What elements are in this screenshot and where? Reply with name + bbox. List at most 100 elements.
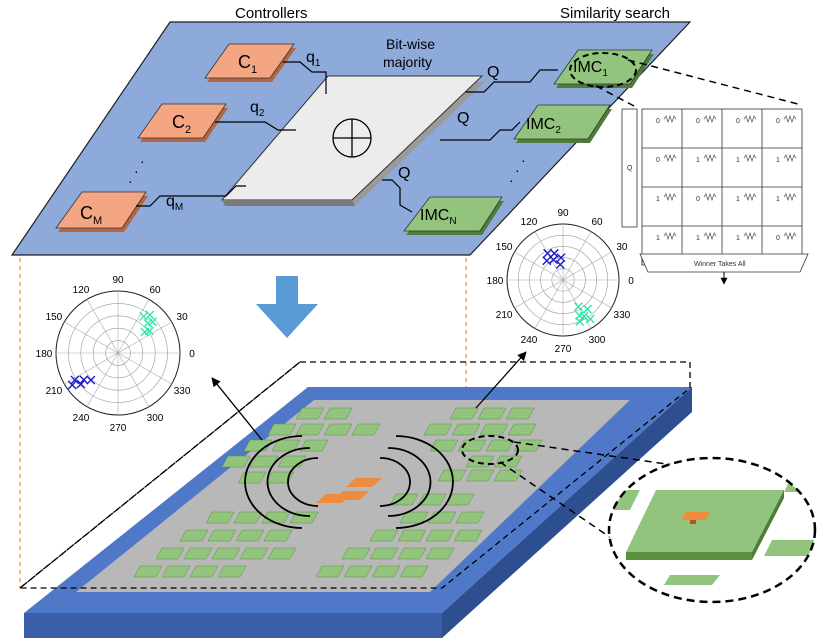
polar-angle-label: 330 — [174, 386, 191, 397]
chip-tile — [205, 511, 235, 524]
controller-ellipsis: · — [140, 153, 145, 169]
chip-tile — [465, 469, 495, 482]
crossbar-cell-value: 1 — [696, 157, 700, 164]
chip-tile — [295, 407, 325, 420]
imc-2: IMC2 — [513, 104, 612, 143]
chip-tile — [425, 547, 455, 560]
polar-angle-label: 90 — [112, 275, 124, 286]
chip-tile — [479, 423, 509, 436]
chip-tile — [155, 547, 185, 560]
polar-angle-label: 210 — [496, 310, 513, 321]
imc-n: IMCN — [403, 196, 504, 235]
wta-block — [639, 253, 809, 273]
wta-label: Winner Takes All — [694, 261, 746, 268]
polar-angle-label: 30 — [177, 312, 189, 323]
controller-ellipsis-3: · — [128, 173, 133, 189]
tile-zoom-ellipse — [461, 435, 519, 465]
broadcast-arcs — [244, 435, 454, 529]
signal-q-imcn: Q — [398, 165, 410, 182]
center-controllers — [316, 478, 382, 503]
crossbar-cell-value: 1 — [696, 235, 700, 242]
chip-tile — [323, 423, 353, 436]
crossbar-cell-value: 0 — [656, 157, 660, 164]
controller-cm: CM — [55, 191, 148, 232]
chip-tile — [133, 565, 163, 578]
chip-tile — [161, 565, 191, 578]
controller-c1: C1 — [204, 43, 296, 82]
crossbar-cell-value: 0 — [776, 118, 780, 125]
tile-zoom-line-1 — [513, 441, 709, 471]
signal-q2: q2 — [250, 99, 265, 119]
crossbar-row-driver — [621, 108, 638, 228]
chip-tile — [369, 547, 399, 560]
polar-angle-label: 60 — [591, 217, 603, 228]
chip-tile — [371, 565, 401, 578]
chip-tile — [239, 547, 269, 560]
polar-angle-label: 0 — [628, 276, 634, 287]
polar-angle-label: 30 — [616, 242, 628, 253]
polar-angle-label: 300 — [589, 335, 606, 346]
chip-tile — [477, 407, 507, 420]
chip-tile — [465, 455, 495, 468]
zoom-line-1 — [627, 59, 799, 105]
imc-wires — [382, 69, 558, 213]
crossbar-cell-value: 1 — [656, 196, 660, 203]
chip-tile — [315, 565, 345, 578]
chip-tile — [507, 423, 537, 436]
crossbar-row-label: Q — [627, 165, 633, 172]
chip-tile — [211, 547, 241, 560]
chip-tile — [451, 423, 481, 436]
similarity-title: Similarity search — [560, 5, 670, 22]
chip-tile — [323, 407, 353, 420]
polar-angle-label: 180 — [487, 276, 504, 287]
signal-q-imc2: Q — [457, 110, 469, 127]
polar-angle-label: 270 — [110, 423, 127, 434]
chip-tile — [397, 547, 427, 560]
arrow-to-polar-right — [475, 351, 527, 409]
polar-angle-label: 60 — [149, 285, 161, 296]
chip-tile — [221, 455, 251, 468]
polar-angle-label: 180 — [36, 349, 53, 360]
controllers-title: Controllers — [235, 5, 308, 22]
chip-tile — [179, 529, 209, 542]
chip-tile — [505, 407, 535, 420]
controller-c2: C2 — [137, 103, 228, 142]
chip-tile — [263, 529, 293, 542]
chip-tile — [207, 529, 237, 542]
polar-angle-label: 240 — [73, 413, 90, 424]
imc-ellipsis-3: · — [509, 172, 514, 188]
signal-q-imc1: Q — [487, 64, 499, 81]
chip-tile — [267, 547, 297, 560]
signal-qm: qM — [166, 193, 183, 213]
chip-tile — [455, 511, 485, 524]
svg-text:IMCN: IMCN — [420, 207, 457, 227]
chip-tile — [485, 439, 515, 452]
polar-angle-label: 150 — [496, 242, 513, 253]
svg-text:C2: C2 — [172, 112, 191, 136]
crossbar-cell-value: 0 — [696, 196, 700, 203]
chip-tile — [453, 529, 483, 542]
chip-tile — [449, 407, 479, 420]
chip-tile — [417, 493, 447, 506]
chip-tile — [513, 439, 543, 452]
bottom-chip — [24, 387, 692, 638]
imc-ellipsis-1: · — [521, 152, 526, 168]
polar-angle-label: 210 — [46, 386, 63, 397]
crossbar-cell-value: 0 — [696, 118, 700, 125]
imc-ellipsis-2: · — [515, 162, 520, 178]
svg-text:C1: C1 — [238, 52, 257, 76]
substrate-side — [24, 613, 442, 638]
chip-tile — [423, 423, 453, 436]
polar-angle-label: 270 — [555, 344, 572, 355]
bottom-dashed-box — [18, 361, 691, 589]
crossbar-cell-value: 1 — [736, 157, 740, 164]
polar-angle-label: 240 — [521, 335, 538, 346]
chip-tile — [425, 529, 455, 542]
chip-tile — [343, 565, 373, 578]
crossbar-cell-value: 0 — [656, 118, 660, 125]
